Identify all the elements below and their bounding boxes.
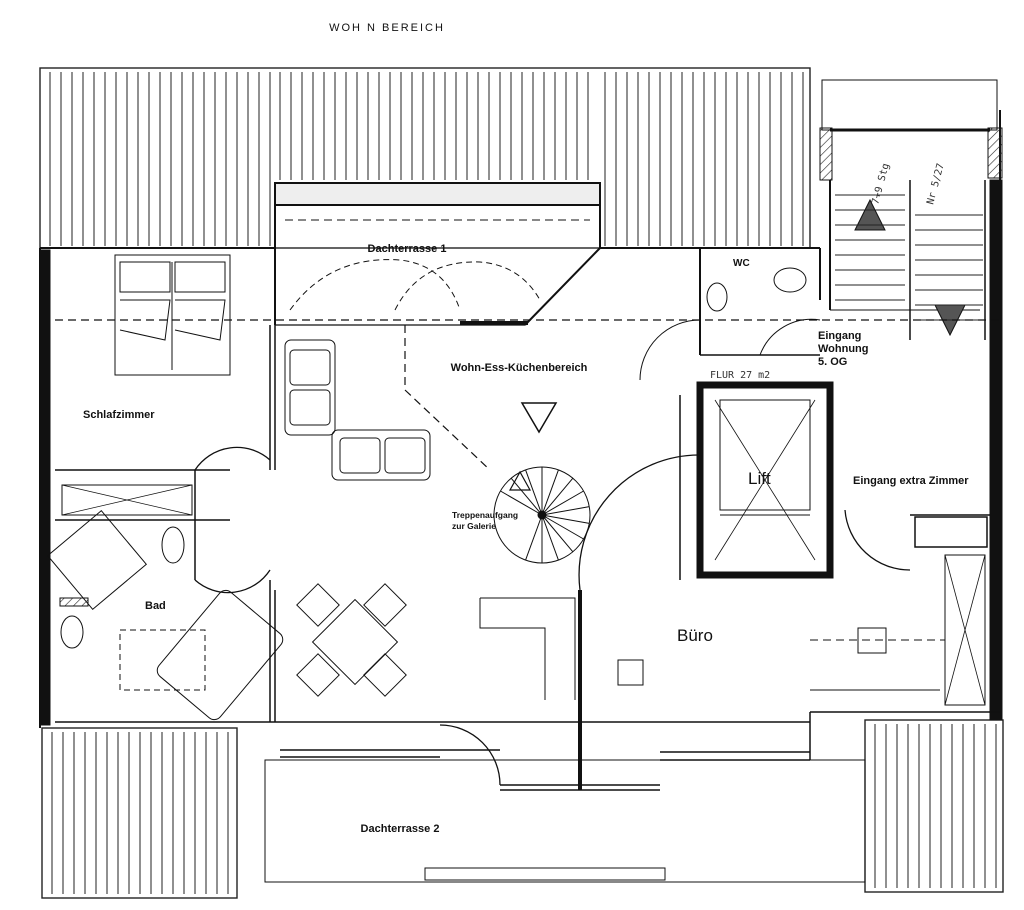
- arrow-up-icon: [508, 470, 532, 491]
- label-dachterrasse-1: Dachterrasse 1: [368, 243, 447, 255]
- kitchen-counter-outline: [55, 319, 1000, 471]
- roof-slope-top: [39, 67, 811, 249]
- label-eingang-line1: Eingang: [818, 330, 861, 342]
- dachterrasse-2: [264, 759, 866, 883]
- label-treppe: Treppenaufgang zur Galerie: [452, 510, 521, 531]
- label-eingang-line3: 5. OG: [818, 356, 847, 368]
- label-buero: Büro: [677, 626, 713, 645]
- label-treppe-line1: Treppenaufgang: [452, 510, 518, 520]
- interior-walls: [55, 325, 990, 791]
- spiral-staircase: [493, 466, 591, 564]
- lift-shaft: [696, 381, 834, 579]
- roof-slope-bottom-left: [41, 727, 238, 899]
- stair-treads: [835, 194, 983, 321]
- dachterrasse-1: [274, 182, 601, 326]
- stairwell: [819, 79, 1003, 340]
- office-furniture: [479, 554, 986, 706]
- label-wohn-ess: Wohn-Ess-Küchenbereich: [451, 362, 588, 374]
- outer-walls: [39, 110, 1003, 728]
- wc-room: [639, 248, 821, 381]
- label-treppe-line2: zur Galerie: [452, 521, 496, 531]
- door-swings: [194, 446, 911, 786]
- sofa: [284, 339, 431, 481]
- dining-table: [296, 583, 407, 697]
- handwritten-stair-number: Nr 5/27: [925, 162, 947, 206]
- bed: [114, 254, 231, 376]
- label-wc: WC: [733, 258, 750, 269]
- handwritten-stair-note: 7+9 Stg: [870, 162, 892, 206]
- plan-title: WOH N BEREICH: [329, 22, 445, 34]
- label-eingang-wohnung: Eingang Wohnung 5. OG: [818, 330, 872, 368]
- roof-slope-bottom-right: [864, 719, 1004, 893]
- label-eingang-extra: Eingang extra Zimmer: [853, 475, 969, 487]
- bathroom-fixtures: [46, 484, 284, 721]
- label-schlafzimmer: Schlafzimmer: [83, 409, 155, 421]
- label-bad: Bad: [145, 600, 166, 612]
- label-eingang-line2: Wohnung: [818, 343, 869, 355]
- label-lift: Lift: [748, 469, 771, 488]
- arrow-down-icon: [520, 402, 558, 434]
- handwritten-floor-note: FLUR 27 m2: [710, 370, 770, 381]
- label-dachterrasse-2: Dachterrasse 2: [361, 823, 440, 835]
